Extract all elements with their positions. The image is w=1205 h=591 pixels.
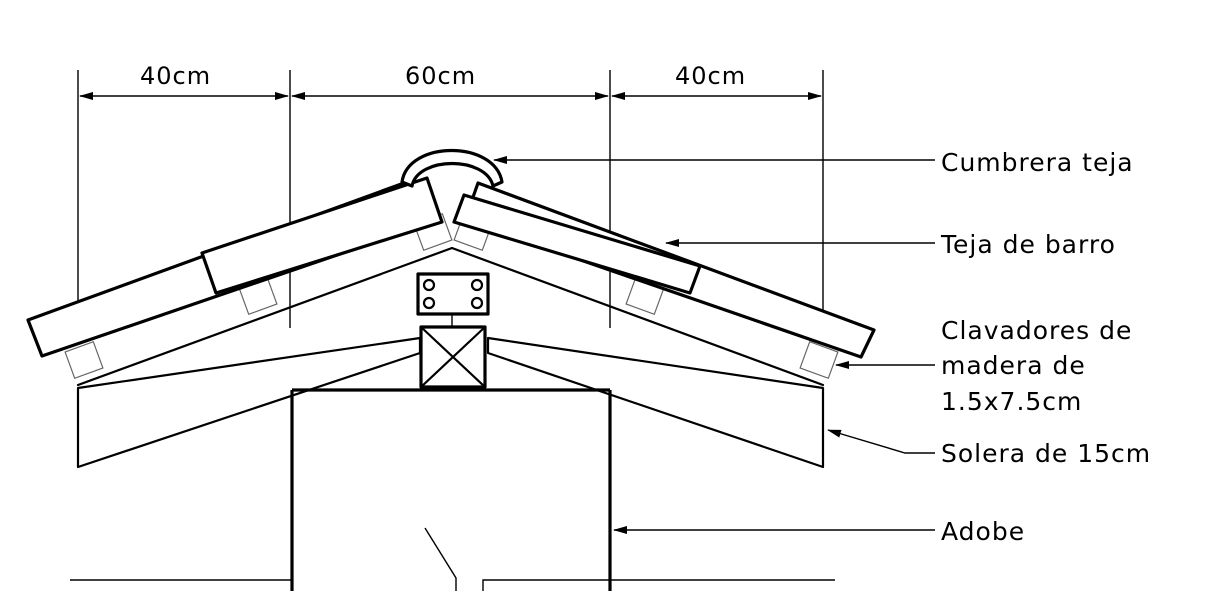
label-clavadores-line1: Clavadores de bbox=[941, 316, 1133, 345]
label-solera: Solera de 15cm bbox=[941, 439, 1152, 468]
label-adobe: Adobe bbox=[941, 517, 1026, 546]
adobe-wall bbox=[70, 388, 835, 591]
leader-lines bbox=[493, 156, 935, 534]
ridge-cap-tile bbox=[400, 148, 504, 188]
dimension-left: 40cm bbox=[140, 62, 212, 90]
label-cumbrera-teja: Cumbrera teja bbox=[941, 148, 1134, 177]
roof-board-lines bbox=[76, 246, 825, 387]
label-clavadores-line3: 1.5x7.5cm bbox=[941, 387, 1083, 416]
label-clavadores-line2: madera de bbox=[941, 351, 1086, 380]
bolted-connector bbox=[416, 272, 490, 316]
dimension-center: 60cm bbox=[405, 62, 477, 90]
clay-tiles-right bbox=[452, 181, 876, 359]
dimension-right: 40cm bbox=[675, 62, 747, 90]
dimension-extension-lines bbox=[77, 70, 824, 328]
label-teja-de-barro: Teja de barro bbox=[941, 230, 1116, 259]
clay-tiles-left bbox=[26, 176, 444, 358]
ridge-beam bbox=[419, 313, 487, 389]
